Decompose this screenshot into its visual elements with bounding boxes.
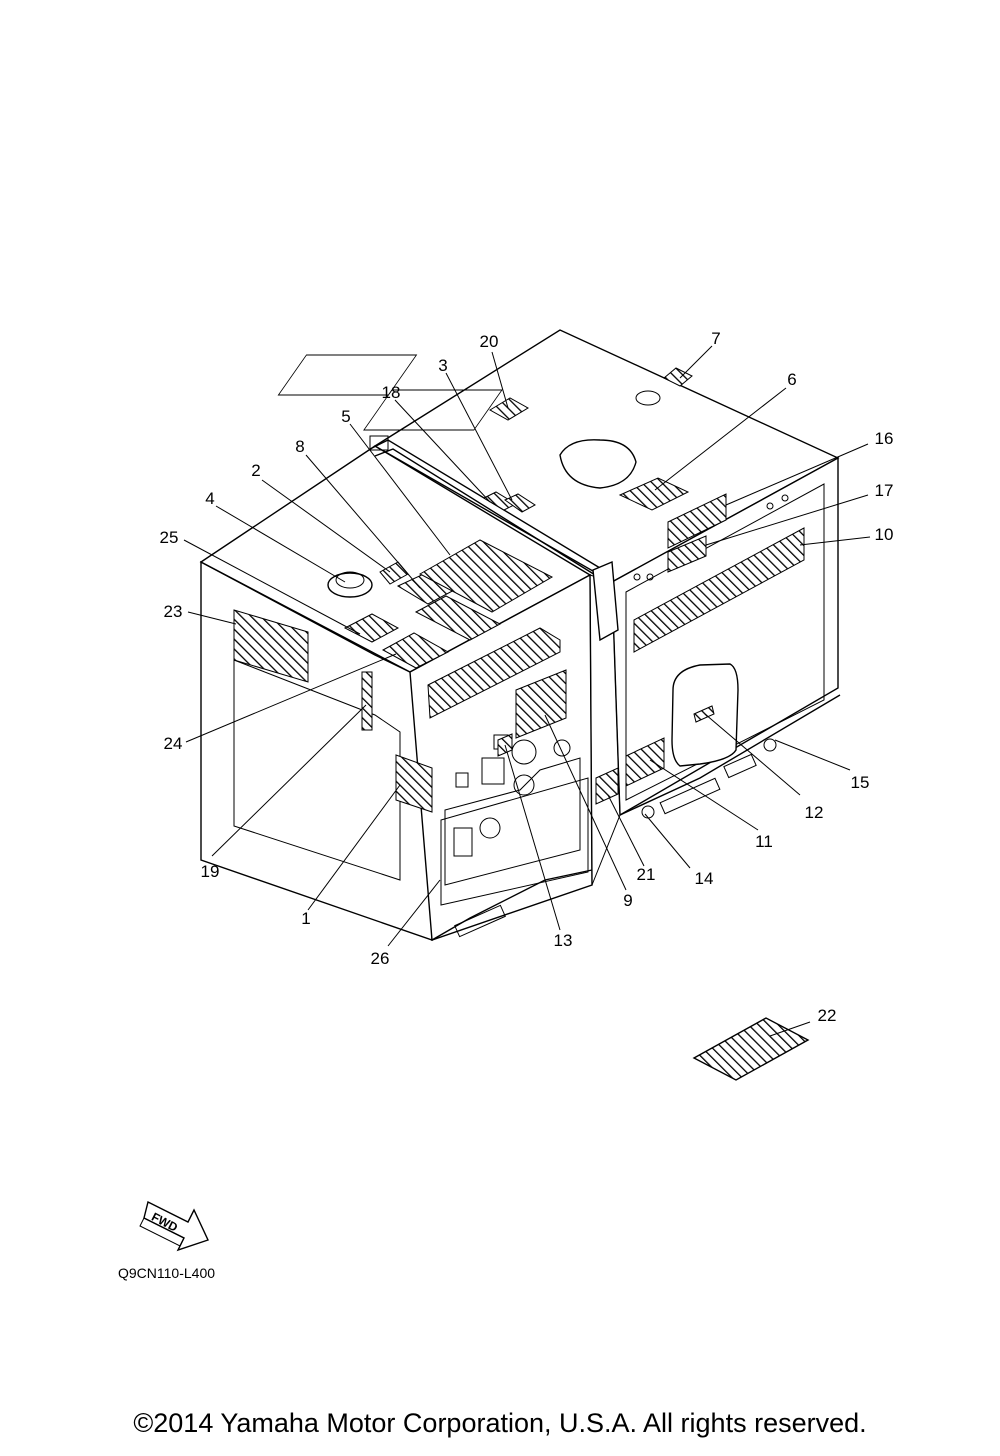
callout-17: 17 (875, 481, 894, 500)
callout-18: 18 (382, 383, 401, 402)
callout-23: 23 (164, 602, 183, 621)
vent-hole (781, 494, 789, 502)
main-switch (453, 827, 473, 857)
callout-4: 4 (205, 489, 214, 508)
decal-9 (515, 669, 567, 739)
callout-26: 26 (371, 949, 390, 968)
callout-22: 22 (818, 1006, 837, 1025)
callout-13: 13 (554, 931, 573, 950)
decal-24 (381, 632, 450, 669)
callout-8: 8 (295, 437, 304, 456)
fwd-arrow-icon: FWD (139, 1200, 209, 1252)
skid-foot-1 (454, 904, 506, 938)
decal-front-large (427, 627, 561, 719)
left-end-inner-panel (233, 659, 401, 881)
decal-22 (692, 1017, 810, 1081)
handle-cap-left (369, 435, 389, 451)
callout-11: 11 (755, 832, 773, 851)
base-rail-front (431, 869, 593, 941)
decal-20 (489, 397, 529, 421)
callout-3: 3 (438, 356, 447, 375)
callout-5: 5 (341, 407, 350, 426)
decal-5 (418, 539, 554, 613)
drain-plug-right (763, 738, 777, 752)
top-vent-grille (277, 354, 661, 431)
decals (233, 367, 810, 1081)
decal-6 (618, 477, 690, 511)
callout-12: 12 (805, 803, 824, 822)
decal-1 (395, 754, 433, 813)
fuel-cap-top (335, 571, 365, 589)
decal-5b (414, 595, 502, 641)
control-panel-box (444, 757, 581, 886)
decal-17 (667, 535, 707, 573)
diagram-code: Q9CN110-L400 (118, 1265, 215, 1281)
decal-25 (343, 613, 400, 643)
decal-23 (233, 609, 309, 683)
callout-25: 25 (160, 528, 179, 547)
callout-7: 7 (711, 329, 720, 348)
outlet-round-2 (513, 774, 535, 796)
decal-21 (595, 767, 619, 805)
panel-knob (479, 817, 501, 839)
callout-20: 20 (480, 332, 499, 351)
callout-14: 14 (695, 869, 714, 888)
leader-lines (183, 345, 871, 1037)
switch-small (455, 772, 469, 788)
skid-foot-2 (659, 777, 721, 815)
callout-6: 6 (787, 370, 796, 389)
decal-19 (361, 671, 373, 731)
decal-11 (625, 737, 665, 787)
vent-hole (633, 573, 641, 581)
vent-hole (766, 502, 774, 510)
fuel-cap (327, 572, 373, 598)
decal-10 (633, 527, 805, 653)
vent-hole (646, 573, 654, 581)
callout-labels: 1 2 3 4 5 6 7 8 9 10 11 12 13 14 15 16 1… (160, 329, 894, 1025)
callout-9: 9 (623, 891, 632, 910)
callout-10: 10 (875, 525, 894, 544)
circuit-breaker (553, 739, 571, 757)
oil-fill-cover (559, 439, 637, 489)
handle-post (592, 560, 619, 642)
rear-side-inner (625, 483, 825, 801)
callout-15: 15 (851, 773, 870, 792)
base-rail-rear (619, 694, 841, 816)
callout-1: 1 (301, 909, 310, 928)
drain-plug-left (641, 805, 655, 819)
callout-24: 24 (164, 734, 183, 753)
callout-16: 16 (875, 429, 894, 448)
outlet-round-1 (511, 739, 537, 765)
indicator-window (481, 757, 505, 785)
control-panel-inner (440, 777, 589, 906)
decal-12 (693, 705, 715, 723)
skid-foot-3 (723, 753, 757, 779)
callout-19: 19 (201, 862, 220, 881)
decal-16 (667, 493, 727, 549)
copyright-notice: ©2014 Yamaha Motor Corporation, U.S.A. A… (133, 1408, 867, 1438)
callout-2: 2 (251, 461, 260, 480)
callout-21: 21 (637, 865, 656, 884)
decal-3 (504, 493, 536, 513)
lifting-bar-lower (374, 448, 601, 579)
